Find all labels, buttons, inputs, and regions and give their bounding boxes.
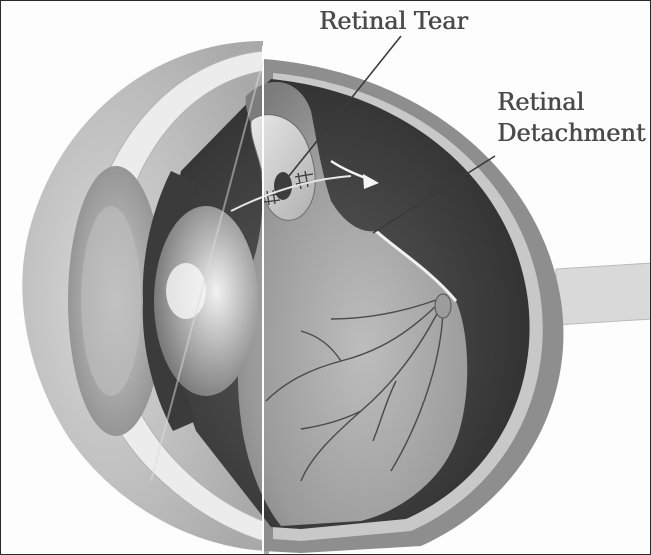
- retinal-detachment-label-line2: Detachment: [497, 121, 645, 145]
- retinal-detachment-label-line1: Retinal: [497, 90, 584, 114]
- retinal-tear-label: Retinal Tear: [319, 9, 468, 33]
- optic-nerve: [556, 263, 651, 325]
- optic-disc: [435, 294, 451, 318]
